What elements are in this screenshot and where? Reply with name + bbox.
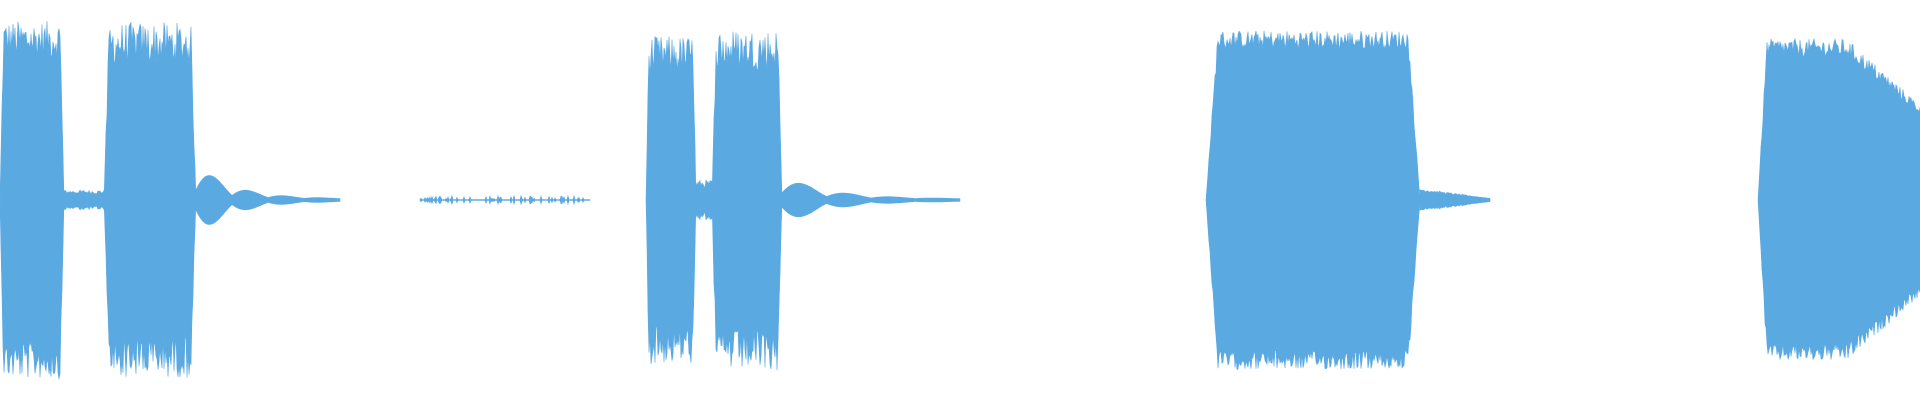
waveform-shapes bbox=[0, 20, 1920, 380]
waveform-segment-fade-10 bbox=[1419, 189, 1491, 211]
waveform-segment-burst-11 bbox=[1757, 37, 1920, 361]
waveform-segment-gap-6 bbox=[695, 179, 713, 221]
waveform-segment-decay-tail-8 bbox=[781, 183, 961, 217]
waveform-segment-burst-2 bbox=[103, 21, 197, 378]
waveform-segment-burst-0 bbox=[0, 20, 65, 380]
waveform-segment-burst-7 bbox=[711, 31, 783, 371]
waveform-segment-gap-1 bbox=[63, 189, 105, 211]
waveform-segment-noise-4 bbox=[419, 194, 591, 206]
waveform-segment-burst-9 bbox=[1205, 30, 1421, 370]
waveform-segment-decay-tail-3 bbox=[195, 175, 341, 225]
waveform-segment-burst-5 bbox=[645, 36, 697, 364]
